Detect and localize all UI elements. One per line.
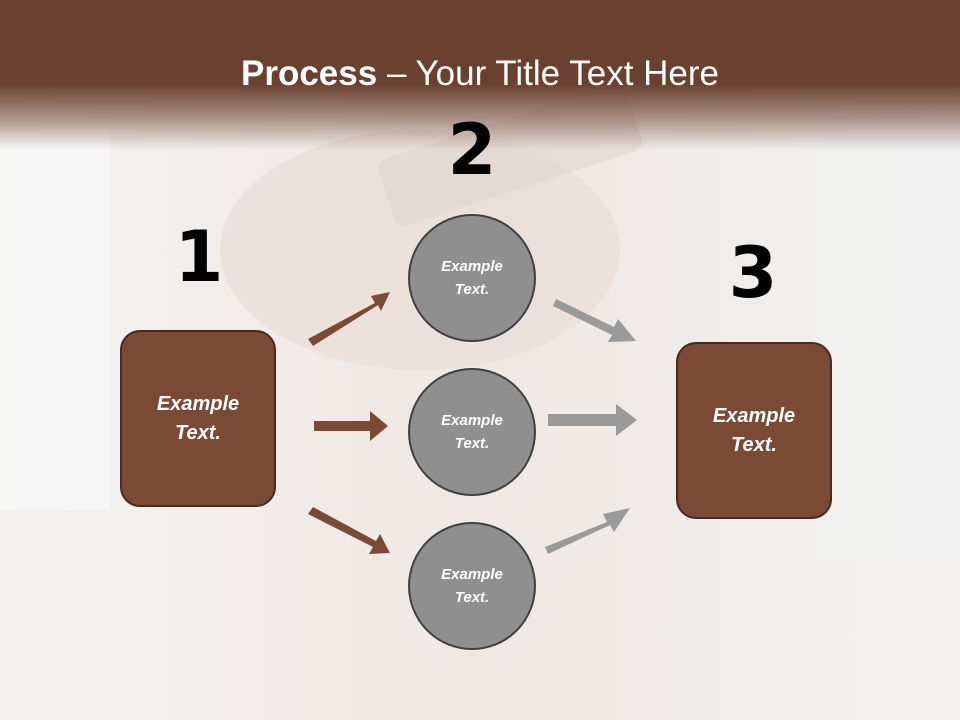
circle-top: Example Text. [408,214,536,342]
step-number-3: 3 [728,232,778,314]
gray-arrows [545,299,637,554]
process-box-left: Example Text. [120,330,276,507]
circle-middle: Example Text. [408,368,536,496]
header-bar [0,0,960,150]
title-bold: Process [241,54,378,93]
step-number-1: 1 [174,216,224,298]
left-box-text: Example Text. [156,392,240,444]
step-number-2: 2 [447,109,497,191]
arrow-top-to-right-box [553,299,636,342]
circle-bottom: Example Text. [408,522,536,650]
circle-middle-text: Example Text. [441,412,503,452]
brown-arrows [308,292,390,554]
title-rest: – Your Title Text Here [377,54,719,93]
process-box-right: Example Text. [676,342,832,519]
arrow-middle-to-right-box [548,404,637,436]
arrow-to-middle-circle [314,411,388,441]
arrow-to-top-circle [308,292,390,346]
arrow-bottom-to-right-box [545,508,630,554]
right-box-text: Example Text. [712,404,796,456]
arrow-to-bottom-circle [308,507,390,554]
circle-top-text: Example Text. [441,258,503,298]
slide-title: Process – Your Title Text Here [0,52,960,96]
circle-bottom-text: Example Text. [441,566,503,606]
